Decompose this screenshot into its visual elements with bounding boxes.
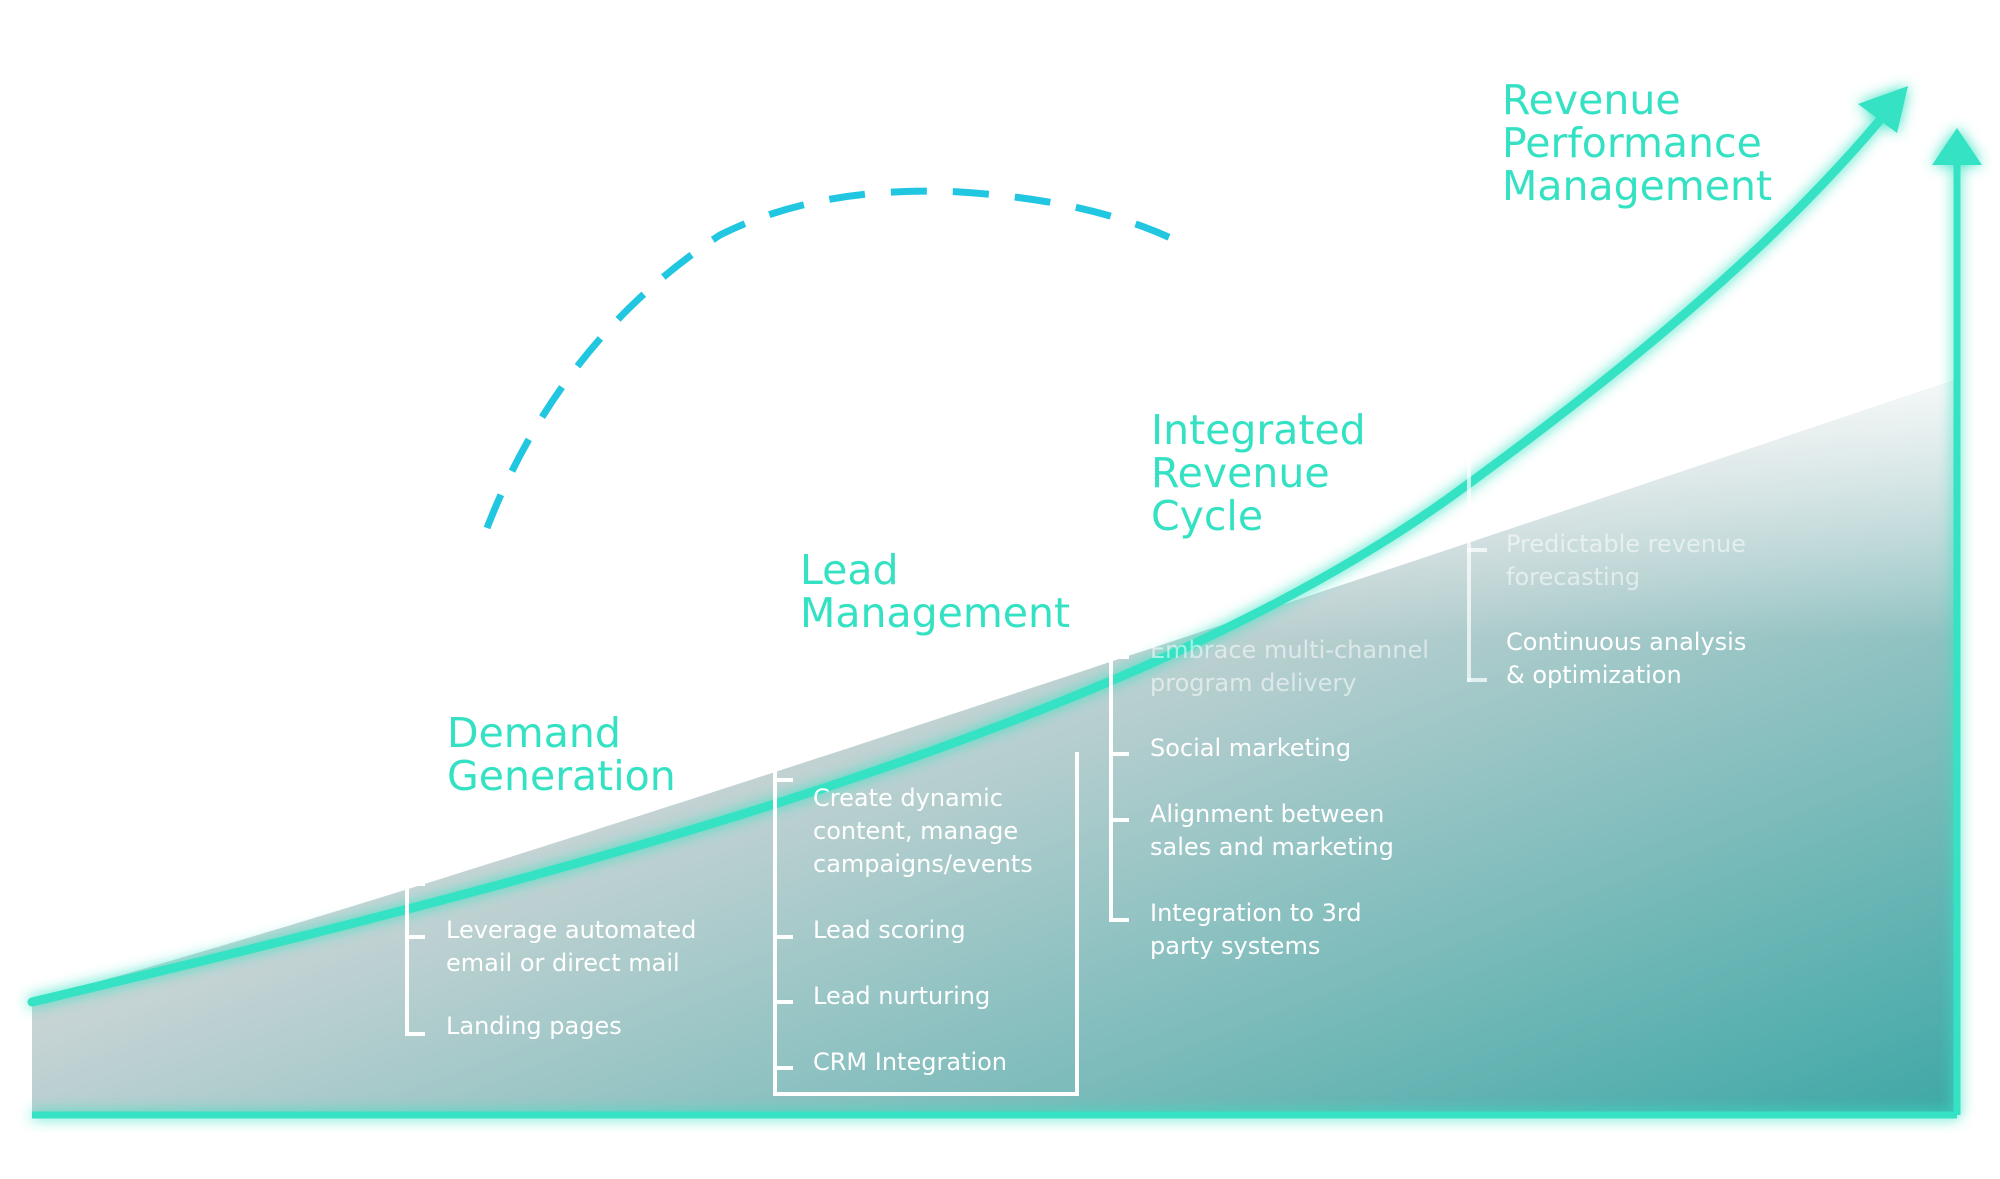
bracket-lead-management <box>773 752 1079 1096</box>
stage-title-line: Revenue <box>1502 76 1681 124</box>
bullet-item: Lead nurturing <box>813 980 990 1013</box>
stage-title-line: Lead <box>800 546 899 594</box>
bullet-line: Alignment between <box>1150 800 1385 828</box>
stage-title-line: Demand <box>447 709 621 757</box>
bullet-line: Lead scoring <box>813 916 966 944</box>
bullet-item: Landing pages <box>446 1010 622 1043</box>
bullet-line: content, manage <box>813 817 1019 845</box>
bracket-tick <box>1467 412 1487 416</box>
bullet-line: Social marketing <box>1150 734 1352 762</box>
bullet-line: email or direct mail <box>446 949 680 977</box>
growth-curve-arrowhead <box>1858 86 1908 133</box>
bracket-tick <box>773 1000 793 1004</box>
stage-title-line: Revenue <box>1151 449 1330 497</box>
stage-title-demand-generation: Demand Generation <box>447 712 676 798</box>
bullet-line: Landing pages <box>446 1012 622 1040</box>
bullet-line: forecasting <box>1506 563 1641 591</box>
bracket-tick <box>1467 548 1487 552</box>
growth-curve-group <box>27 86 1908 1007</box>
bullet-item: Create dynamic content, manage campaigns… <box>813 782 1033 881</box>
bullet-line: CRM Integration <box>813 1048 1008 1076</box>
bullet-line: Continuous analysis <box>1506 628 1747 656</box>
stage-title-line: Generation <box>447 752 676 800</box>
bracket-tick <box>405 935 425 939</box>
y-axis-arrowhead <box>1932 128 1982 165</box>
stage-title-line: Management <box>800 589 1071 637</box>
bracket-revenue-performance-management <box>1467 412 1471 682</box>
bullet-item: Alignment between sales and marketing <box>1150 798 1394 864</box>
bullet-line: Embrace multi-channel <box>1150 636 1429 664</box>
bullet-line: program delivery <box>1150 669 1357 697</box>
bullet-line: Integration to 3rd <box>1150 899 1362 927</box>
bullet-item: Continuous analysis & optimization <box>1506 626 1746 692</box>
stage-title-line: Cycle <box>1151 492 1264 540</box>
bullet-line: Lead nurturing <box>813 982 991 1010</box>
bracket-tick <box>1109 655 1129 659</box>
bracket-tick <box>1467 678 1487 682</box>
bullet-line: sales and marketing <box>1150 833 1394 861</box>
bullet-line: & optimization <box>1506 661 1682 689</box>
stage-title-integrated-revenue-cycle: Integrated Revenue Cycle <box>1151 409 1366 538</box>
bracket-tick <box>1109 918 1129 922</box>
bullet-line: Create dynamic <box>813 784 1003 812</box>
bracket-tick <box>405 882 425 886</box>
bracket-tick <box>773 935 793 939</box>
bracket-tick <box>773 1066 793 1070</box>
bullet-line: Leverage automated <box>446 916 697 944</box>
bracket-demand-generation <box>405 882 409 1036</box>
bullet-item: Leverage automated email or direct mail <box>446 914 696 980</box>
bullet-item: Integration to 3rd party systems <box>1150 897 1362 963</box>
dashed-arc <box>483 187 1177 530</box>
bullet-item: Lead scoring <box>813 914 966 947</box>
stage-title-line: Management <box>1502 162 1773 210</box>
bracket-tick <box>773 778 793 782</box>
bullet-item: Embrace multi-channel program delivery <box>1150 634 1429 700</box>
bullet-line: party systems <box>1150 932 1321 960</box>
bullet-item: Social marketing <box>1150 732 1351 765</box>
growth-curve <box>27 115 1885 1007</box>
bullet-line: Predictable revenue <box>1506 530 1746 558</box>
bullet-line: campaigns/events <box>813 850 1033 878</box>
bracket-tick <box>405 1032 425 1036</box>
bullet-item: CRM Integration <box>813 1046 1007 1079</box>
bracket-tick <box>1109 818 1129 822</box>
stage-title-lead-management: Lead Management <box>800 549 1070 635</box>
bracket-tick <box>1109 752 1129 756</box>
bracket-integrated-revenue-cycle <box>1109 612 1113 922</box>
stage-title-line: Integrated <box>1151 406 1366 454</box>
stage-title-revenue-performance-management: Revenue Performance Management <box>1502 79 1772 208</box>
shaded-area-highlight <box>32 380 1955 1115</box>
axes <box>32 128 1982 1119</box>
stage-title-line: Performance <box>1502 119 1762 167</box>
bullet-item: Predictable revenue forecasting <box>1506 528 1746 594</box>
